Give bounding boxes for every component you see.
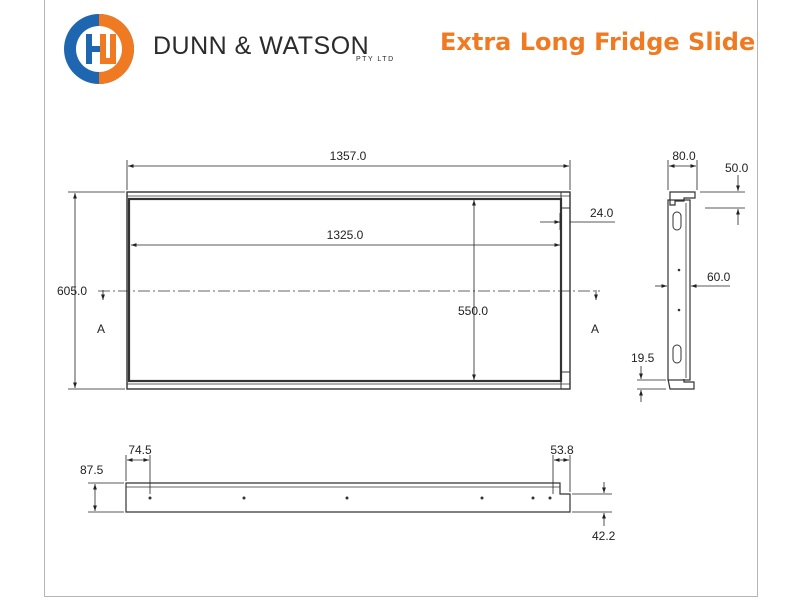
dim-side-width: 80.0 — [672, 149, 696, 163]
dim-left-offset: 74.5 — [128, 443, 152, 457]
outer-frame — [126, 191, 571, 390]
drawing-sheet — [44, 0, 758, 597]
drawing-title: Extra Long Fridge Slide — [440, 28, 756, 56]
dim-overall-width: 605.0 — [57, 284, 87, 298]
dim-front-height: 87.5 — [80, 463, 104, 477]
company-suffix: PTY LTD — [356, 56, 395, 63]
dim-end-offset: 24.0 — [590, 206, 614, 220]
dim-base-height: 19.5 — [631, 351, 655, 365]
dim-lip-height: 50.0 — [725, 161, 749, 175]
top-view — [98, 191, 600, 390]
dim-right-offset: 53.8 — [550, 443, 574, 457]
side-view-dimensions — [637, 160, 745, 402]
dim-step-height: 42.2 — [592, 529, 616, 543]
inner-frame — [127, 197, 563, 383]
dim-centre-offset: 60.0 — [707, 270, 731, 284]
section-label-right: A — [591, 322, 599, 336]
side-view — [667, 191, 696, 390]
front-view-dimensions — [88, 455, 612, 526]
top-view-dimensions — [68, 160, 615, 390]
company-logo-icon — [64, 14, 134, 84]
dim-inner-width: 550.0 — [458, 304, 488, 318]
front-view — [125, 482, 571, 513]
company-name: DUNN & WATSON — [153, 32, 370, 60]
section-label-left: A — [97, 322, 105, 336]
dim-inner-length: 1325.0 — [327, 228, 364, 242]
dim-overall-length: 1357.0 — [330, 149, 367, 163]
